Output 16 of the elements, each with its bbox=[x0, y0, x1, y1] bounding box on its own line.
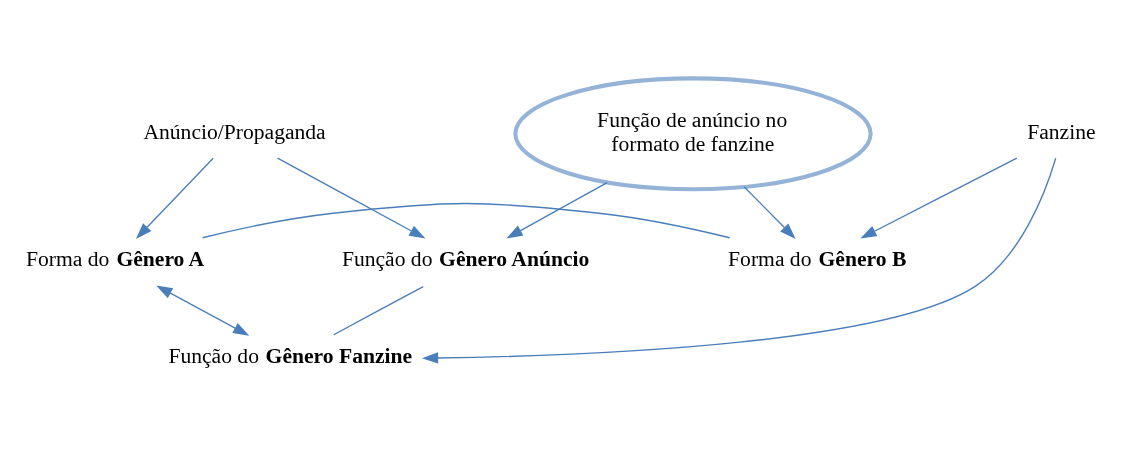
arrow bbox=[135, 157, 214, 239]
arrow bbox=[156, 285, 250, 336]
connector bbox=[201, 202, 731, 239]
node-text: Função do Gênero Anúncio bbox=[341, 246, 590, 271]
arrow bbox=[506, 181, 608, 239]
node-text: Fanzine bbox=[1027, 119, 1096, 144]
arrow bbox=[276, 157, 426, 239]
arrow bbox=[743, 186, 796, 239]
node-text: Forma do Gênero A bbox=[25, 246, 205, 271]
node-text: Anúncio/Propaganda bbox=[143, 119, 326, 144]
node-text: Função do Gênero Fanzine bbox=[168, 344, 413, 369]
node-ellipse: Função de anúncio no formato de fanzine bbox=[513, 76, 873, 192]
connector bbox=[333, 285, 424, 336]
arrow bbox=[860, 157, 1018, 239]
arrow bbox=[421, 157, 1057, 364]
node-text: Forma do Gênero B bbox=[728, 246, 907, 271]
